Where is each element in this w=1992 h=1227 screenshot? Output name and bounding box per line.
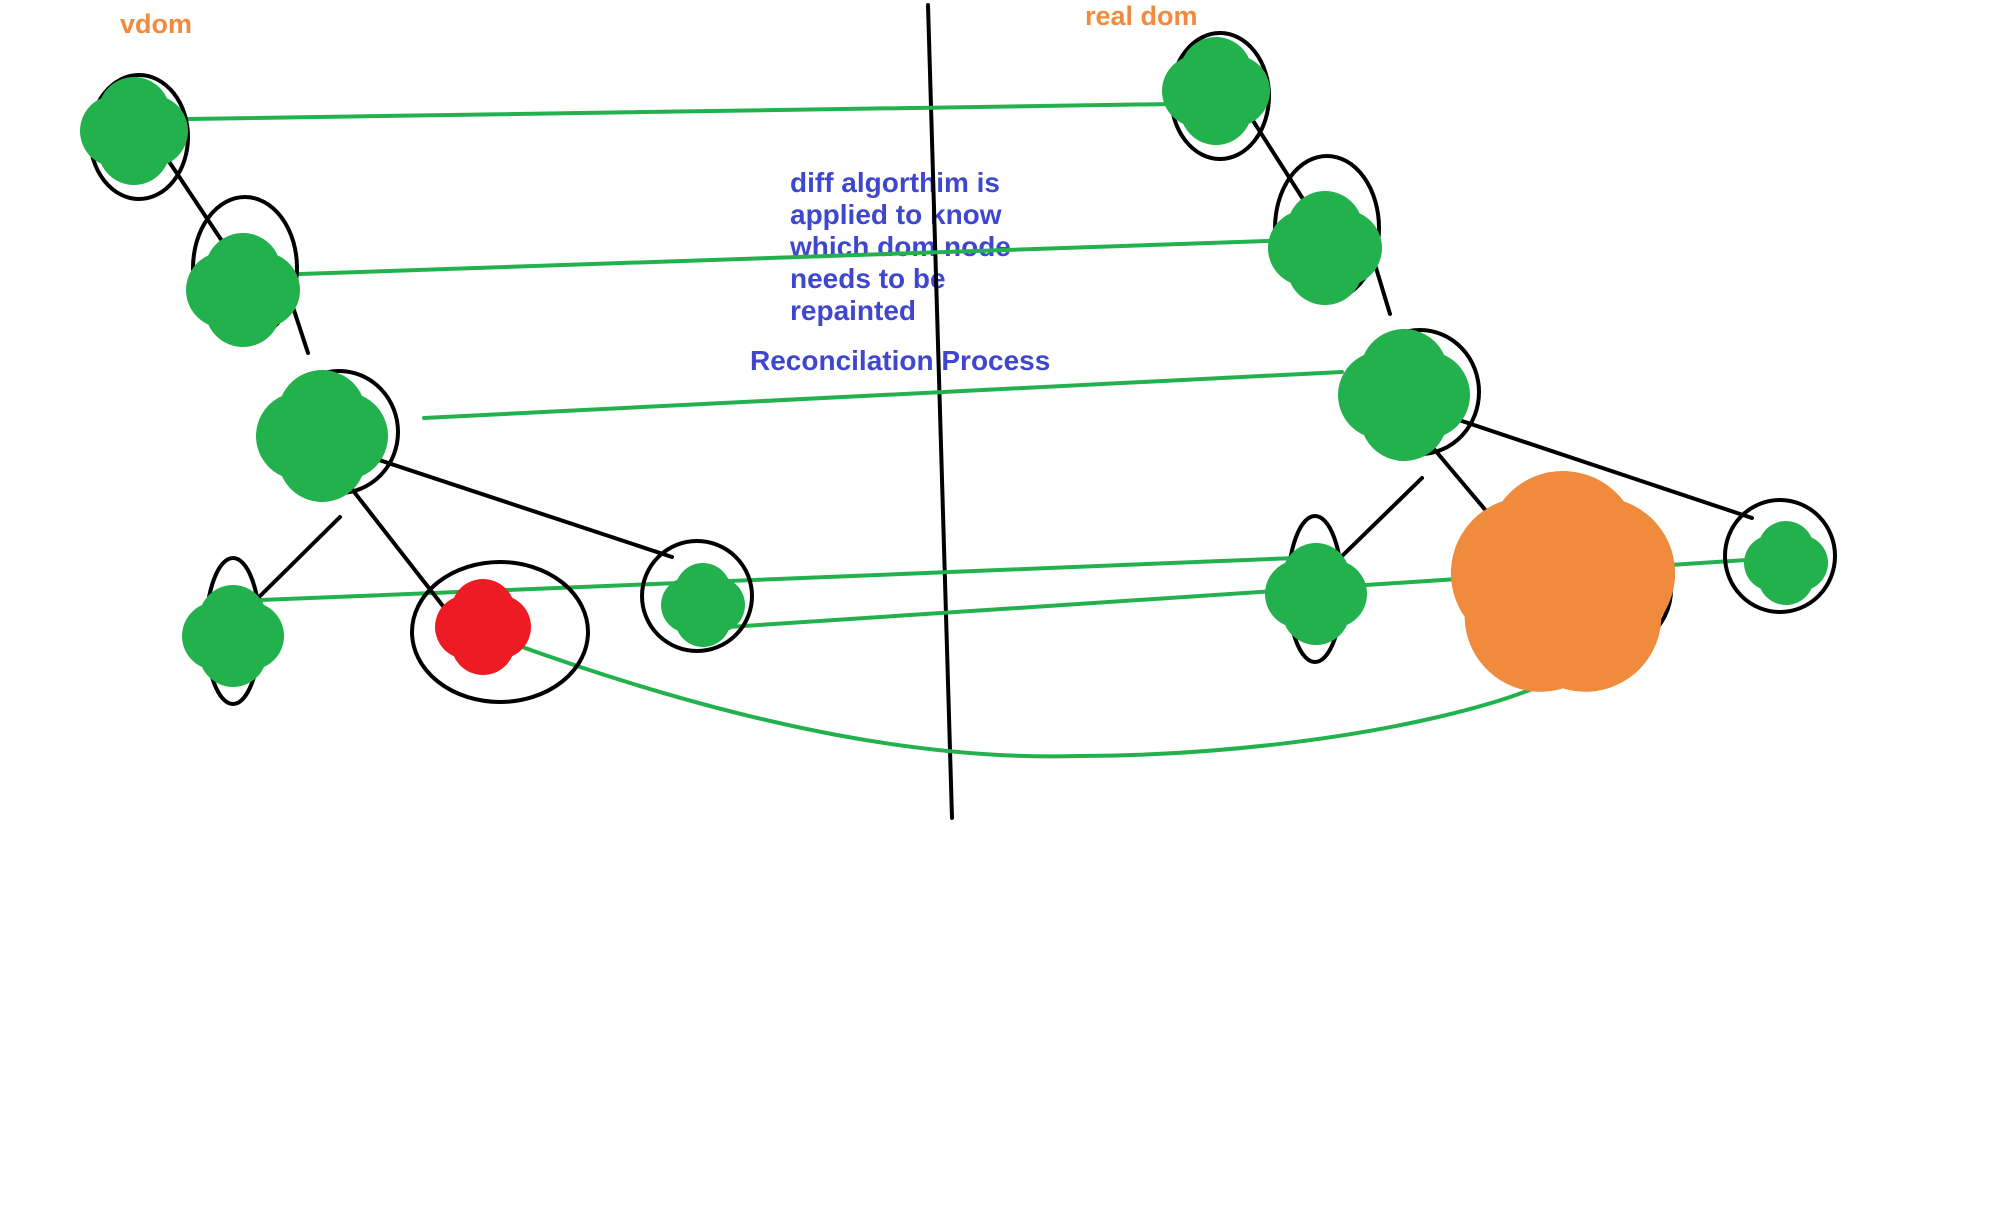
tree-edge <box>1336 476 1424 562</box>
link-line <box>234 555 1322 603</box>
divider-line <box>926 3 954 820</box>
vdom-tree <box>88 73 754 706</box>
link-line <box>298 238 1300 276</box>
green-sparkle-icon <box>256 370 388 502</box>
diff-note-line: repainted <box>790 295 916 326</box>
red-sparkle-icon <box>435 579 531 675</box>
green-sparkle-icon <box>186 233 300 347</box>
green-sparkle-icon <box>1268 191 1382 305</box>
green-sparkle-icon <box>80 77 188 185</box>
green-sparkle-icon <box>1265 543 1367 645</box>
vdom-changed-node <box>410 560 590 704</box>
tree-edge <box>1248 114 1312 212</box>
green-sparkle-icon <box>661 563 745 647</box>
tree-edge <box>254 515 342 602</box>
orange-star-icon <box>1450 471 1676 692</box>
real-dom-leaf-node <box>1723 498 1837 614</box>
tree-edge <box>365 454 674 559</box>
changed-node-link <box>482 631 1593 759</box>
vdom-leaf-node <box>640 539 754 653</box>
diff-note-line: needs to be <box>790 263 946 294</box>
tree-edge <box>335 468 466 635</box>
tree-edge <box>166 158 230 252</box>
vdom-label: vdom <box>120 9 192 39</box>
tree-edge <box>1448 415 1754 520</box>
green-sparkle-icon <box>1744 521 1828 605</box>
diff-note-line: applied to know <box>790 199 1002 230</box>
diff-algorithm-note: diff algorthim is applied to know which … <box>789 167 1011 326</box>
link-line <box>422 370 1344 420</box>
green-sparkle-icon <box>1162 37 1270 145</box>
real-dom-label: real dom <box>1085 1 1198 31</box>
reconciliation-process-label: Reconcilation Process <box>750 345 1050 376</box>
node-markers <box>80 37 1828 692</box>
link-line <box>186 102 1174 121</box>
green-sparkle-icon <box>1338 329 1470 461</box>
diff-note-line: diff algorthim is <box>790 167 1000 198</box>
green-sparkle-icon <box>182 585 284 687</box>
correspondence-lines <box>186 102 1809 759</box>
